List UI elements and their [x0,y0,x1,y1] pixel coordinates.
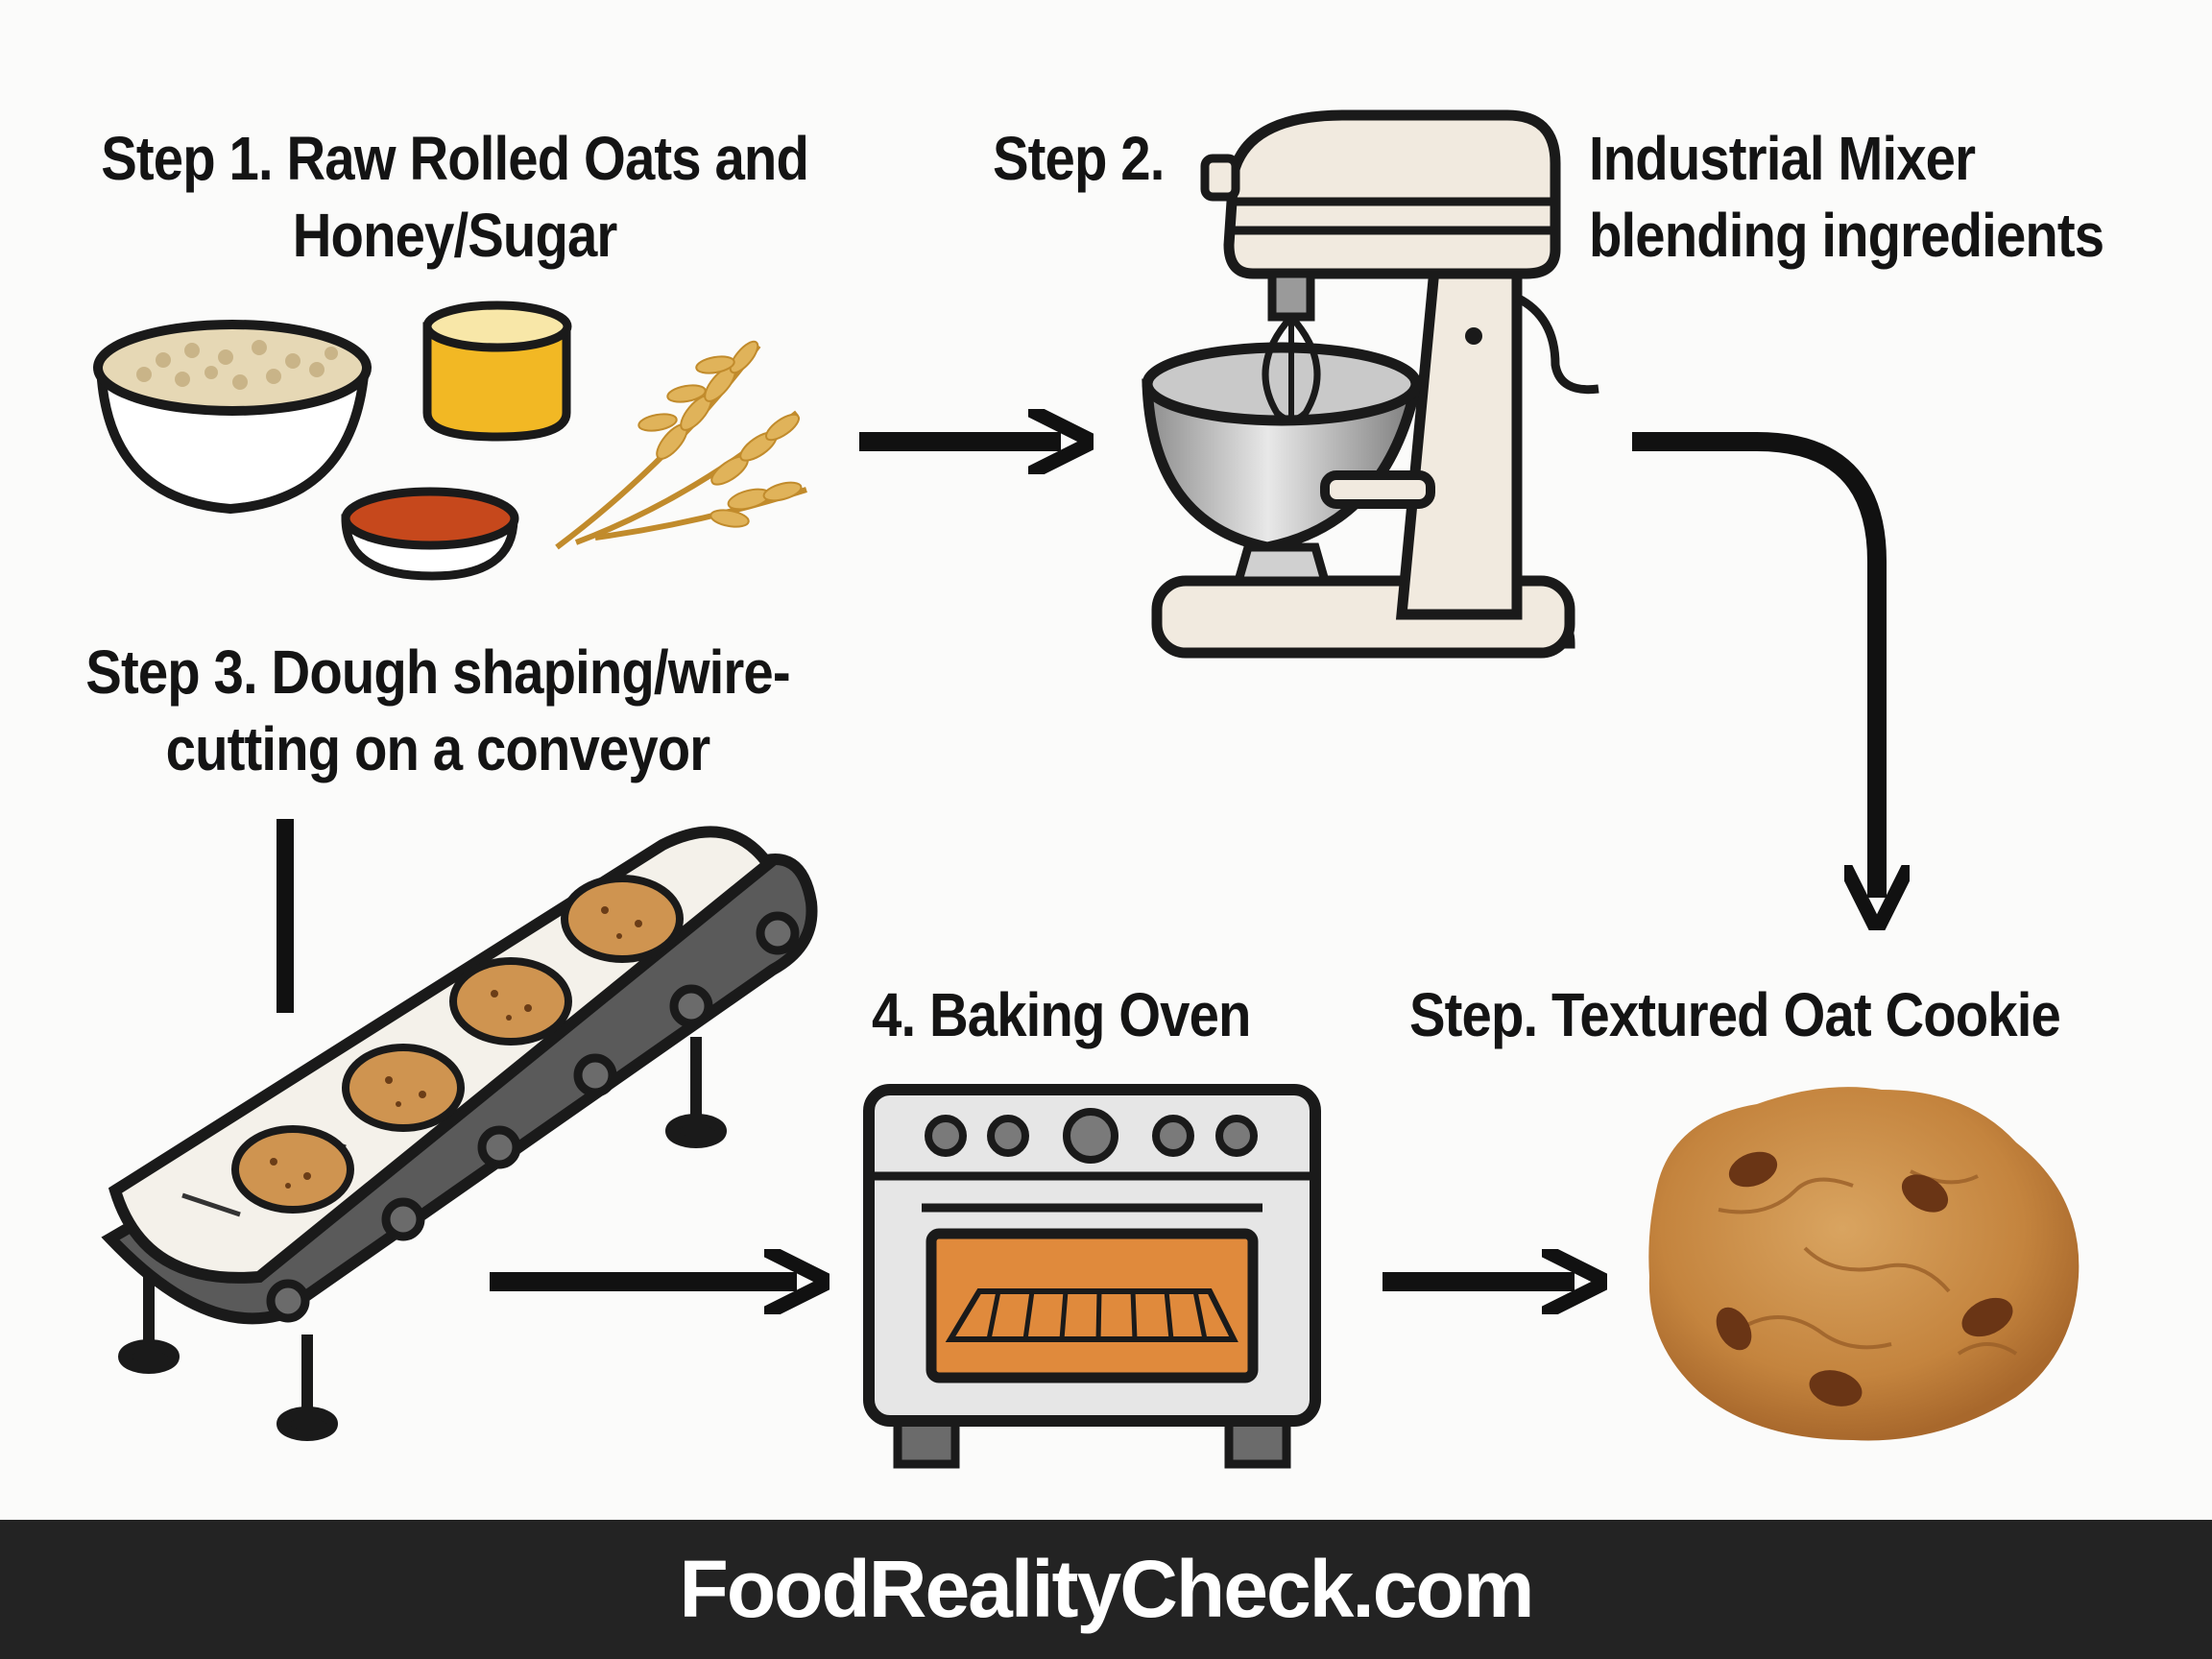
final-label: Step. Textured Oat Cookie [1409,976,2061,1053]
step1-label-line1: Step 1. Raw Rolled Oats and [101,124,809,193]
step2-label-text: Step 2. [993,124,1165,193]
oat-cookie-icon [1648,1087,2080,1441]
final-label-text: Step. Textured Oat Cookie [1409,980,2061,1049]
step3-label-line1: Step 3. Dough shaping/wire- [85,637,790,707]
mixer-label-line2: blending ingredients [1589,201,2104,270]
stand-mixer-icon [1142,109,1599,659]
oven-label-text: 4. Baking Oven [872,980,1251,1049]
footer-site-name: FoodRealityCheck.com [679,1544,1535,1634]
process-diagram [93,109,2080,1469]
step3-label-line2: cutting on a conveyor [165,714,711,783]
honey-jar-icon [422,301,572,442]
step3-label: Step 3. Dough shaping/wire- cutting on a… [58,634,818,787]
mixer-label: Industrial Mixer blending ingredients [1589,120,2104,274]
step2-label: Step 2. [993,120,1165,197]
syrup-dish-icon [341,487,519,581]
mixer-label-line1: Industrial Mixer [1589,124,1976,193]
step1-label: Step 1. Raw Rolled Oats and Honey/Sugar [58,120,852,274]
oven-icon [863,1084,1321,1469]
oat-bowl-icon [93,320,372,515]
footer-bar: FoodRealityCheck.com [0,1520,2212,1659]
conveyor-belt-icon [101,826,818,1441]
wheat-icon [555,340,807,550]
arrow-to-cookie [1632,432,1877,898]
step1-label-line2: Honey/Sugar [292,201,618,270]
oven-label: 4. Baking Oven [872,976,1251,1053]
